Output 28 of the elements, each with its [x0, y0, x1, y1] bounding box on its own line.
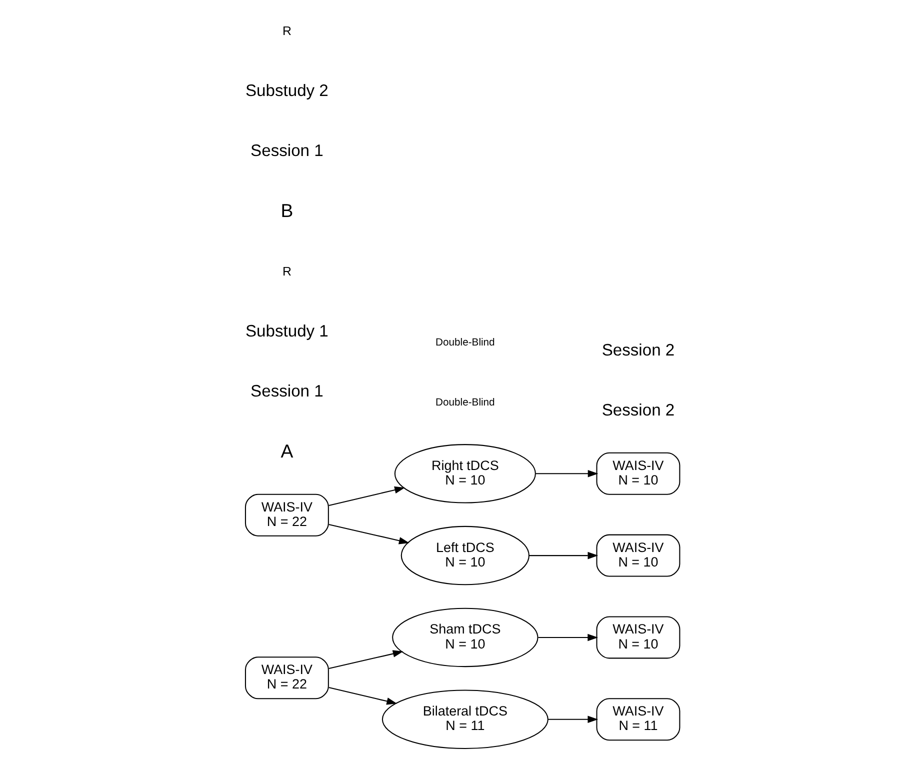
node-box: WAIS-IV N = 10 [596, 616, 680, 658]
label: Session 2 [602, 340, 675, 359]
label: R [282, 264, 292, 278]
label: Double-Blind [436, 397, 495, 408]
node-box: WAIS-IV N = 11 [596, 698, 680, 740]
label: R [282, 24, 292, 38]
label: Double-Blind [436, 337, 495, 348]
arrow [529, 551, 598, 559]
node-ellipse: Bilateral tDCS N = 11 [382, 689, 548, 748]
label: Session 2 [602, 400, 675, 419]
arrow [548, 715, 598, 722]
arrow [536, 470, 598, 477]
arrow [328, 650, 404, 669]
arrow [328, 686, 398, 704]
node-box: WAIS-IV N = 22 [244, 493, 329, 536]
arrow [328, 486, 405, 506]
node-box: WAIS-IV N = 10 [596, 452, 680, 494]
label: Substudy 1 [245, 321, 328, 340]
label: A [280, 440, 294, 461]
label: Session 1 [250, 140, 324, 160]
arrow [328, 524, 410, 544]
label: Substudy 2 [245, 80, 328, 100]
arrow [538, 633, 598, 641]
node-box: WAIS-IV N = 22 [244, 656, 329, 699]
node-box: WAIS-IV N = 10 [596, 534, 680, 576]
label: B [280, 199, 294, 220]
label: Session 1 [250, 381, 324, 400]
node-ellipse: Left tDCS N = 10 [400, 525, 530, 585]
